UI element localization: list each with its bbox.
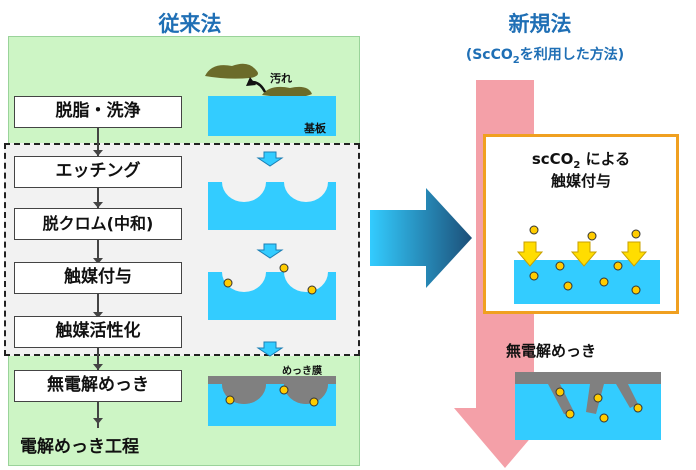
catalyst-particle-icon xyxy=(555,387,565,397)
scco2-arrow-icon xyxy=(570,241,598,267)
new-electroless-label: 無電解めっき xyxy=(506,342,597,360)
catalyst-particle-icon xyxy=(599,277,609,287)
catalyst-particle-icon xyxy=(599,413,609,423)
scco2-arrow-icon xyxy=(620,241,648,267)
catalyst-particle-icon xyxy=(613,261,623,271)
catalyst-particle-icon xyxy=(223,278,233,288)
catalyst-particle-icon xyxy=(593,393,603,403)
catalyst-particle-icon xyxy=(565,409,575,419)
plating-film-new xyxy=(515,372,661,384)
catalyst-particle-icon xyxy=(631,285,641,295)
scco2-arrow-icon xyxy=(516,241,544,267)
right-subtitle-pre: (ScCO xyxy=(465,47,513,63)
scco2-box-subtitle: 触媒付与 xyxy=(550,172,611,190)
catalyst-particle-icon xyxy=(529,225,539,235)
substrate-catalyst xyxy=(208,272,336,320)
label-substrate: 基板 xyxy=(304,122,326,135)
scco2-box-pre: scCO xyxy=(531,150,574,168)
dirt-blob-icon xyxy=(262,86,312,98)
transition-arrow-icon xyxy=(370,188,472,288)
conventional-illustrations xyxy=(205,63,336,426)
dirt-blob-icon xyxy=(205,63,258,79)
catalyst-particle-icon xyxy=(633,403,643,413)
catalyst-particle-icon xyxy=(563,281,573,291)
flow-arrowheads xyxy=(93,150,103,424)
catalyst-particle-icon xyxy=(225,395,235,405)
label-dirt: 汚れ xyxy=(270,72,292,85)
catalyst-particle-icon xyxy=(309,397,319,407)
scco2-box-sub: 2 xyxy=(573,160,581,171)
step-electroless: 無電解めっき xyxy=(14,370,182,402)
right-subtitle: (ScCO2を利用した方法) xyxy=(420,44,670,66)
scco2-box-post: による xyxy=(580,150,631,168)
catalyst-particle-icon xyxy=(631,229,641,239)
catalyst-particle-icon xyxy=(279,385,289,395)
process-arrow-icon xyxy=(256,341,284,357)
catalyst-particle-icon xyxy=(307,285,317,295)
process-arrow-icon xyxy=(256,243,284,259)
step-activation: 触媒活性化 xyxy=(14,316,182,348)
catalyst-particle-icon xyxy=(587,231,597,241)
catalyst-particle-icon xyxy=(555,261,565,271)
process-arrow-icon xyxy=(256,151,284,167)
label-plating-film: めっき膜 xyxy=(282,366,322,377)
right-subtitle-sub: 2 xyxy=(512,54,520,66)
substrate-plain xyxy=(208,96,336,136)
scco2-box-title: scCO2 による xyxy=(486,148,676,171)
step-dechrome: 脱クロム(中和) xyxy=(14,208,182,240)
catalyst-particle-icon xyxy=(279,263,289,273)
right-subtitle-post: を利用した方法) xyxy=(519,47,625,63)
substrate-scco2 xyxy=(514,260,660,304)
left-title: 従来法 xyxy=(158,12,222,36)
step-degrease: 脱脂・洗浄 xyxy=(14,96,182,128)
step-etching: エッチング xyxy=(14,156,182,188)
step-catalyst: 触媒付与 xyxy=(14,262,182,294)
catalyst-particle-icon xyxy=(529,271,539,281)
substrate-etched xyxy=(208,182,336,230)
step-electroplating: 電解めっき工程 xyxy=(20,437,139,457)
right-title: 新規法 xyxy=(508,12,572,36)
